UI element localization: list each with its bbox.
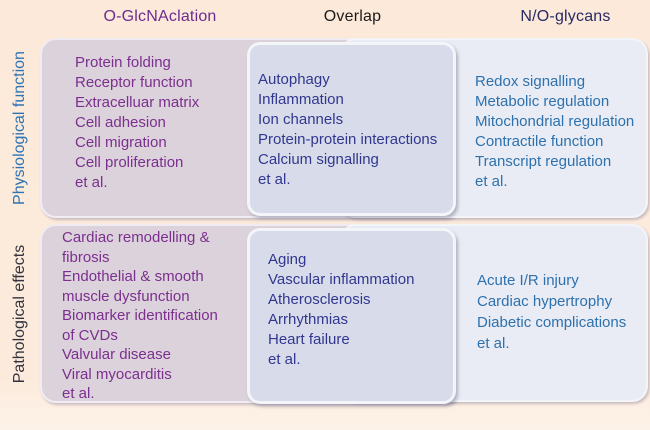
cell-pathological-o-glcnac: Cardiac remodelling & fibrosis Endotheli… [62,229,218,402]
box-pathological-overlap [247,228,456,404]
cell-physiological-overlap: Autophagy Inflammation Ion channels Prot… [258,71,438,188]
column-header-overlap: Overlap [323,8,382,25]
column-header-o-glcnaclation: O-GlcNAclation [103,8,217,25]
row-label-pathological-effects: Pathological effects [11,244,28,384]
column-header-n-o-glycans: N/O-glycans [520,8,611,25]
box-physiological-overlap [247,42,456,216]
cell-pathological-n-o-glycans: Acute I/R injury Cardiac hypertrophy Dia… [477,272,627,352]
cell-pathological-overlap: Aging Vascular inflammation Atherosclero… [268,251,415,368]
cell-physiological-n-o-glycans: Redox signalling Metabolic regulation Mi… [475,73,635,190]
cell-physiological-o-glcnac: Protein folding Receptor function Extrac… [75,54,200,191]
row-label-physiological-function: Physiological function [11,51,28,205]
